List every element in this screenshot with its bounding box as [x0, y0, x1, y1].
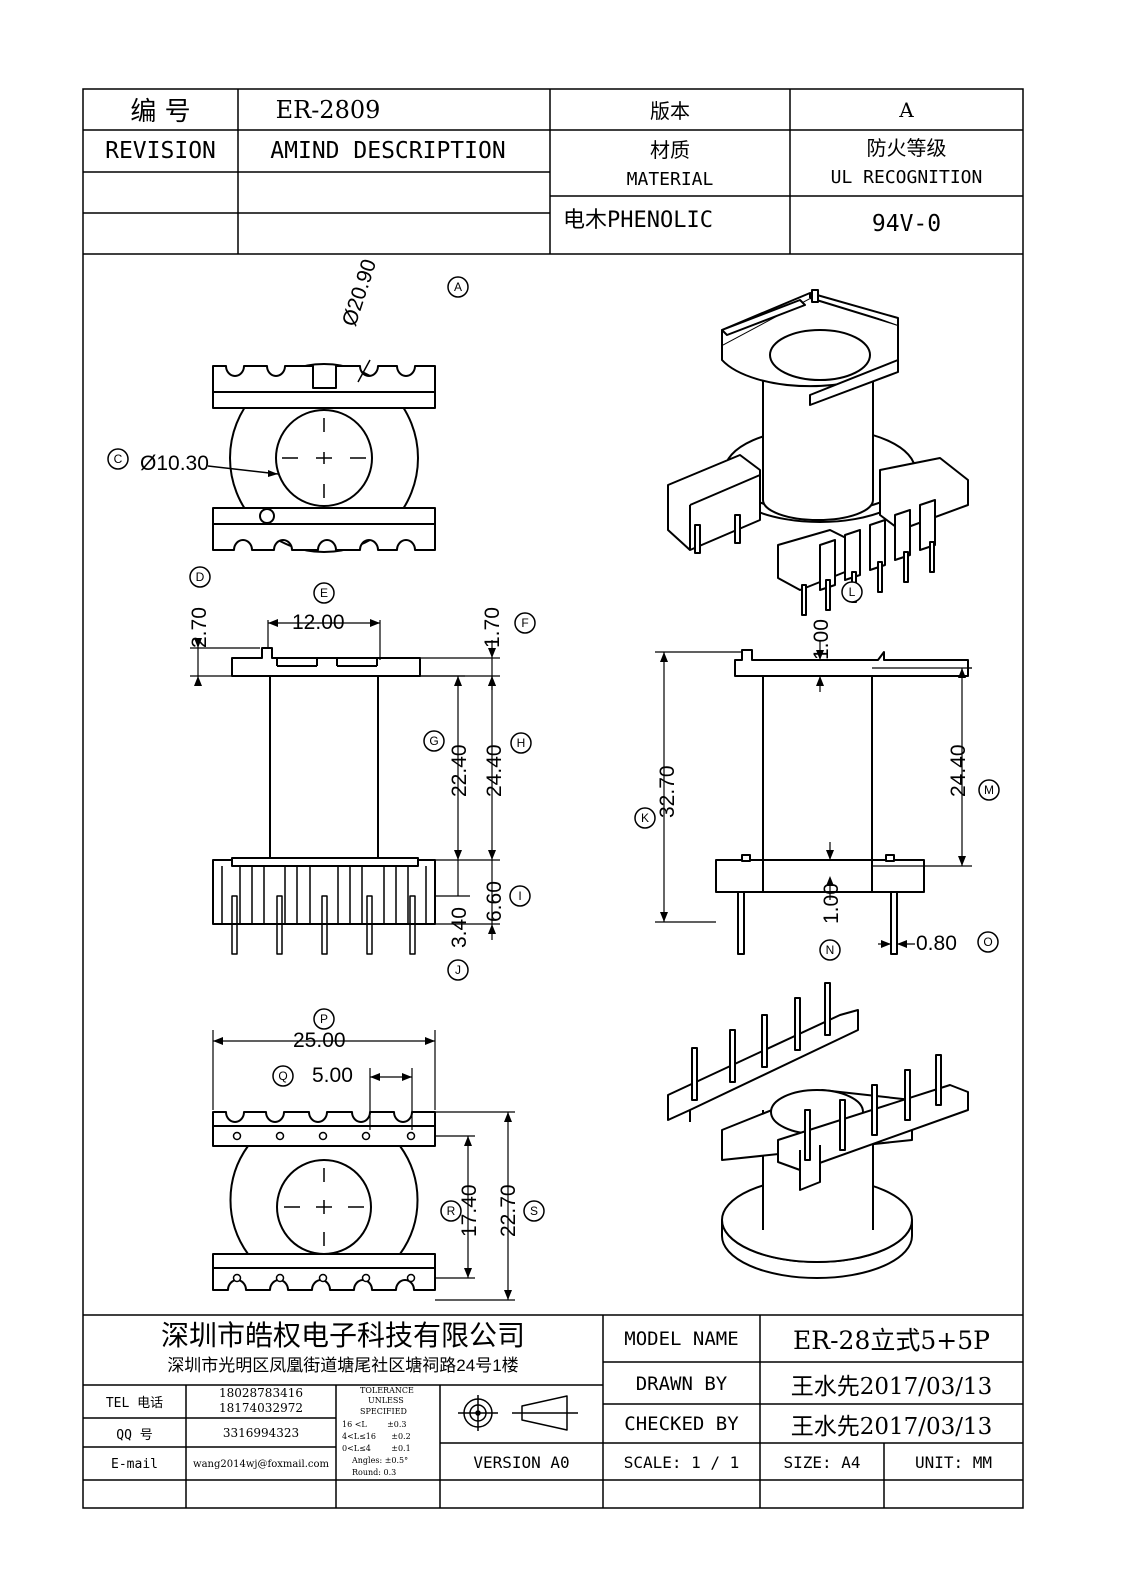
callout-q: Q — [278, 1069, 288, 1083]
upper-pin-comb — [212, 365, 436, 409]
tolerance-row-1: 16 <L ±0.3 — [342, 1420, 407, 1429]
bottom-base — [212, 859, 436, 925]
revision-label: REVISION — [105, 138, 216, 164]
callout-j: J — [455, 963, 461, 977]
material-value: 电木PHENOLIC — [563, 208, 713, 233]
isometric-view-top — [667, 289, 969, 616]
tolerance-title: TOLERANCE — [360, 1386, 414, 1395]
tel-number-1: 18028783416 — [219, 1386, 303, 1400]
dim-2-70: 2.70 — [188, 607, 211, 648]
tolerance-row-2: 4<L≤16 ±0.2 — [342, 1432, 411, 1441]
callout-a: A — [453, 280, 462, 294]
dim-24-40-left: 24.40 — [483, 744, 506, 797]
callout-m: M — [984, 783, 994, 797]
callout-s: S — [529, 1204, 538, 1218]
dim-6-60: 6.60 — [483, 881, 506, 922]
email-label: E-mail — [111, 1456, 158, 1472]
dim-25-00: 25.00 — [293, 1029, 346, 1052]
callout-l: L — [848, 585, 856, 599]
dim-12-00: 12.00 — [292, 611, 345, 634]
amind-description-label: AMIND DESCRIPTION — [270, 138, 506, 164]
drawn-by-value: 王水先2017/03/13 — [790, 1373, 993, 1400]
callout-c: C — [113, 452, 123, 466]
tel-number-2: 18174032972 — [219, 1401, 303, 1415]
company-name: 深圳市皓权电子科技有限公司 — [160, 1319, 525, 1352]
callout-r: R — [446, 1204, 456, 1218]
company-address: 深圳市光明区凤凰街道塘尾社区塘祠路24号1楼 — [167, 1355, 519, 1375]
size-label: SIZE: A4 — [783, 1452, 861, 1472]
material-cn-label: 材质 — [650, 137, 690, 162]
dim-22-40: 22.40 — [448, 744, 471, 797]
dim-inner-diameter: Ø10.30 — [140, 452, 209, 475]
dim-1-70: 1.70 — [481, 607, 504, 648]
callout-p: P — [319, 1012, 328, 1026]
model-name-value: ER-28立式5+5P — [793, 1326, 990, 1355]
dim-1-00-top: 1.00 — [810, 619, 833, 660]
callout-g: G — [429, 734, 439, 748]
fire-rating-value: 94V-0 — [871, 211, 942, 237]
callout-e: E — [319, 586, 328, 600]
isometric-view-bottom — [667, 982, 969, 1279]
dim-22-70: 22.70 — [497, 1184, 520, 1237]
outer-flange-circle — [229, 363, 419, 553]
tolerance-row-3: 0<L≤4 ±0.1 — [342, 1444, 411, 1453]
dim-1-00-bottom: 1.00 — [820, 883, 843, 924]
unit-label: UNIT: MM — [914, 1452, 993, 1472]
model-name-label: MODEL NAME — [624, 1328, 739, 1350]
callout-o: O — [983, 935, 993, 949]
scale-label: SCALE: 1 / 1 — [623, 1452, 740, 1472]
dim-17-40: 17.40 — [458, 1184, 481, 1237]
email-value: wang2014wj@foxmail.com — [193, 1458, 329, 1470]
projection-symbol — [458, 1395, 578, 1431]
dim-3-40: 3.40 — [448, 907, 471, 948]
callout-k: K — [640, 811, 649, 825]
fire-rating-en-label: UL RECOGNITION — [830, 166, 983, 188]
top-flange — [231, 647, 421, 677]
dim-5-00: 5.00 — [312, 1064, 353, 1087]
tolerance-angles: Angles: ±0.5° — [352, 1456, 409, 1465]
fire-rating-cn-label: 防火等级 — [866, 135, 947, 160]
callout-n: N — [825, 943, 835, 957]
qq-value: 3316994323 — [222, 1426, 300, 1440]
front-view — [190, 619, 500, 955]
callout-f: F — [521, 616, 529, 630]
side-top-flange — [734, 649, 969, 677]
drawn-by-label: DRAWN BY — [635, 1372, 728, 1395]
top-view — [207, 359, 436, 553]
dim-0-80: 0.80 — [916, 932, 957, 955]
code-label: 编 号 — [130, 97, 191, 127]
qq-label: QQ 号 — [116, 1427, 153, 1443]
callout-h: H — [516, 736, 526, 750]
checked-by-value: 王水先2017/03/13 — [790, 1414, 993, 1440]
version-label: 版本 — [650, 99, 690, 123]
version-value: A — [899, 97, 914, 122]
tolerance-specified: SPECIFIED — [360, 1407, 407, 1416]
callout-d: D — [195, 570, 205, 584]
tolerance-round: Round: 0.3 — [352, 1468, 397, 1477]
material-en-label: MATERIAL — [626, 168, 714, 190]
bottom-lower-comb — [212, 1253, 436, 1291]
tel-label: TEL 电话 — [105, 1396, 164, 1411]
tolerance-unless: UNLESS — [368, 1396, 404, 1405]
code-value: ER-2809 — [275, 95, 381, 124]
version-label-footer: VERSION A0 — [473, 1452, 570, 1472]
side-view — [655, 640, 972, 955]
dim-24-40-right: 24.40 — [947, 744, 970, 797]
callout-i: I — [518, 889, 522, 903]
dim-32-70: 32.70 — [656, 765, 679, 818]
bottom-view — [212, 1030, 515, 1301]
bottom-upper-comb — [212, 1111, 436, 1147]
lower-pin-comb — [212, 507, 436, 551]
checked-by-label: CHECKED BY — [624, 1413, 739, 1435]
